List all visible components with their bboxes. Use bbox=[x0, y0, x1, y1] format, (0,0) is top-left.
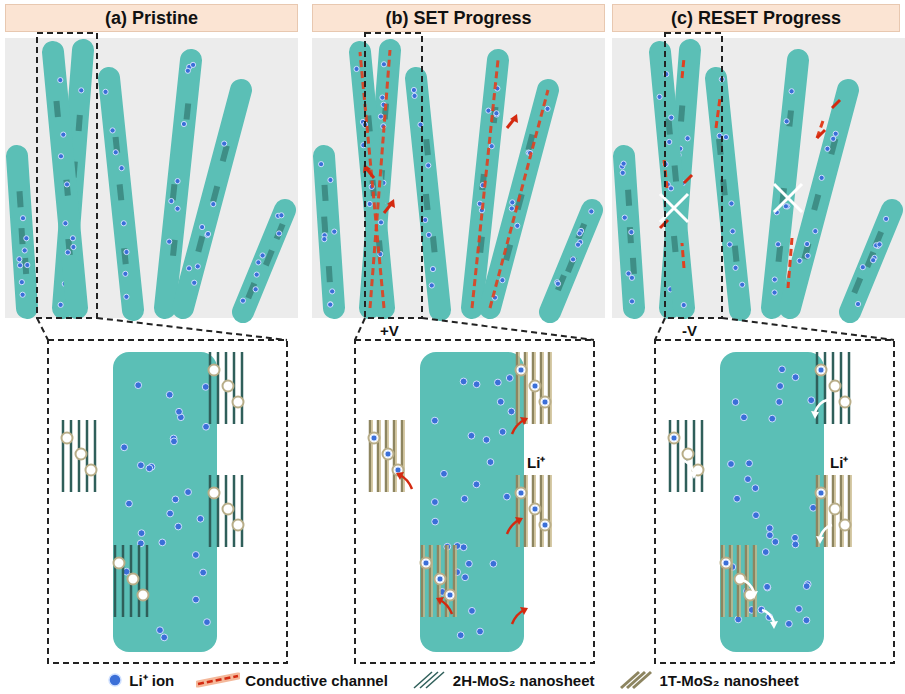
header-text: (c) RESET Progress bbox=[671, 8, 841, 29]
legend-text: 2H-MoS₂ nanosheet bbox=[453, 672, 595, 689]
panel-header: (c) RESET Progress bbox=[612, 4, 900, 32]
annotation-label: Li⁺ bbox=[527, 452, 545, 472]
panel-header: (a) Pristine bbox=[5, 4, 298, 32]
annotation-label: Li⁺ bbox=[830, 452, 848, 472]
header-text: (a) Pristine bbox=[105, 8, 198, 29]
panel-header: (b) SET Progress bbox=[312, 4, 605, 32]
legend-item: 2H-MoS₂ nanosheet bbox=[410, 670, 595, 690]
legend-text: 1T-MoS₂ nanosheet bbox=[660, 672, 799, 689]
legend-sample bbox=[196, 670, 240, 690]
legend-sample bbox=[410, 670, 448, 690]
annotation-label: -V bbox=[682, 322, 697, 339]
annotation-label: +V bbox=[380, 322, 399, 339]
legend-item: 1T-MoS₂ nanosheet bbox=[617, 670, 799, 690]
header-text: (b) SET Progress bbox=[385, 8, 531, 29]
legend: Li⁺ ion Conductive channel 2H-MoS₂ nanoshe… bbox=[0, 668, 905, 692]
legend-item: Conductive channel bbox=[196, 670, 388, 690]
legend-sample bbox=[106, 670, 124, 690]
legend-text: Li⁺ ion bbox=[129, 670, 174, 690]
legend-text: Conductive channel bbox=[245, 672, 388, 689]
legend-item: Li⁺ ion bbox=[106, 670, 174, 690]
legend-sample bbox=[617, 670, 655, 690]
